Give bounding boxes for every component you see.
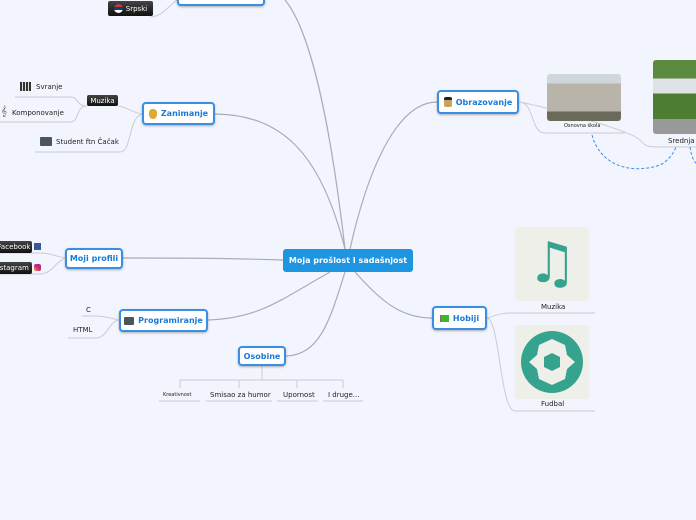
- topic-svranje[interactable]: Svranje: [36, 83, 63, 91]
- topic-html[interactable]: HTML: [73, 326, 93, 334]
- graduate-icon: [443, 97, 452, 107]
- facebook-icon[interactable]: [34, 243, 41, 250]
- node-osobine[interactable]: Osobine: [238, 346, 286, 366]
- instagram-icon[interactable]: [34, 264, 41, 271]
- tag-facebook[interactable]: Facebook: [0, 241, 32, 253]
- node-programiranje[interactable]: Programiranje: [119, 309, 208, 332]
- osnovna-skola-image: [547, 74, 621, 121]
- piano-icon: [20, 82, 31, 91]
- tag-srpski[interactable]: Srpski: [108, 1, 153, 16]
- tag-label: Srpski: [125, 4, 148, 13]
- node-label: Zanimanje: [160, 109, 209, 118]
- topic-osnovna-skola[interactable]: Osnovna škola: [564, 123, 601, 129]
- treble-clef-icon: 𝄞: [1, 106, 7, 117]
- topic-c[interactable]: C: [86, 306, 91, 314]
- topic-kreativnost[interactable]: Kreativnost: [163, 392, 192, 398]
- topic-srednja[interactable]: Srednja: [668, 137, 695, 145]
- monitor-icon: [40, 137, 52, 146]
- tag-label: Muzika: [90, 96, 115, 105]
- tag-label: Facebook: [0, 243, 31, 251]
- tag-muzika[interactable]: Muzika: [87, 95, 118, 106]
- topic-komponovanje[interactable]: Komponovanje: [12, 109, 64, 117]
- node-moji-profili[interactable]: Moji profili: [65, 248, 123, 269]
- computer-icon: [124, 316, 135, 325]
- football-icon: [515, 325, 589, 399]
- node-zanimanje[interactable]: Zanimanje: [142, 102, 215, 125]
- topic-hobi-muzika[interactable]: Muzika: [541, 303, 566, 311]
- node-label: Programiranje: [138, 316, 203, 325]
- serbia-flag-icon: [113, 4, 123, 13]
- node-label: Obrazovanje: [455, 97, 513, 107]
- node-label: Hobiji: [452, 313, 480, 323]
- flag-icon: [439, 314, 449, 322]
- node-hobiji[interactable]: Hobiji: [432, 306, 487, 330]
- topic-smisao-za-humor[interactable]: Smisao za humor: [210, 391, 271, 399]
- srednja-skola-image: [653, 60, 696, 134]
- node-label: Osobine: [243, 351, 281, 361]
- music-notes-icon: ♫: [515, 227, 589, 301]
- tag-instagram[interactable]: Instagram: [0, 262, 32, 274]
- tag-label: Instagram: [0, 264, 29, 272]
- topic-hobi-fudbal[interactable]: Fudbal: [541, 400, 565, 408]
- top-partial-node[interactable]: [177, 0, 265, 6]
- node-obrazovanje[interactable]: Obrazovanje: [437, 90, 519, 114]
- topic-i-druge[interactable]: I druge...: [328, 391, 360, 399]
- topic-upornost[interactable]: Upornost: [283, 391, 315, 399]
- node-label: Moji profili: [69, 254, 119, 263]
- money-bag-icon: [148, 108, 157, 119]
- topic-student[interactable]: Student ftn Čačak: [56, 138, 119, 146]
- central-topic[interactable]: Moja prošlost I sadašnjost: [283, 249, 413, 272]
